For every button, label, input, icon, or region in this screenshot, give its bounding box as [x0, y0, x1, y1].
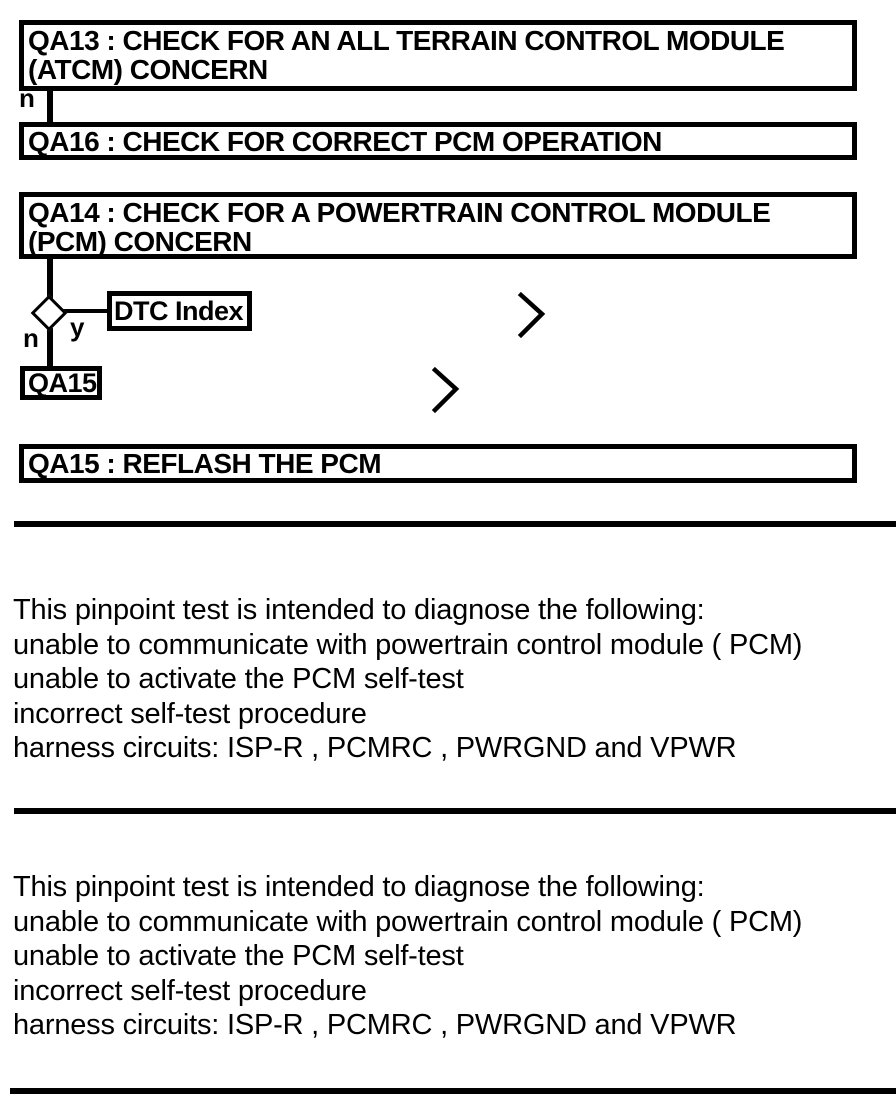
description-line: incorrect self-test procedure	[13, 974, 367, 1007]
description-line: unable to activate the PCM self-test	[13, 663, 464, 695]
chevron-right-icon	[517, 291, 546, 339]
description-line: unable to communicate with powertrain co…	[13, 905, 803, 938]
description-line: unable to activate the PCM self-test	[13, 940, 464, 972]
section-divider	[14, 521, 896, 527]
connector-qa13-qa16	[47, 88, 53, 124]
flow-box-qa14[interactable]: QA14 : CHECK FOR A POWERTRAIN CONTROL MO…	[19, 192, 857, 259]
section-divider	[10, 1088, 896, 1094]
description-line: incorrect self-test procedure	[13, 697, 367, 730]
pinpoint-description: This pinpoint test is intended to diagno…	[13, 593, 802, 766]
description-line: unable to communicate with powertrain co…	[13, 628, 803, 661]
flow-box-qa13[interactable]: QA13 : CHECK FOR AN ALL TERRAIN CONTROL …	[19, 20, 857, 91]
branch-label-no: n	[23, 323, 39, 353]
branch-label-yes: y	[70, 312, 85, 342]
description-line: This pinpoint test is intended to diagno…	[13, 594, 705, 626]
dtc-index-link[interactable]: DTC Index	[107, 291, 252, 331]
section-divider	[14, 808, 896, 814]
description-line: harness circuits: ISP-R , PCMRC , PWRGND…	[13, 732, 737, 764]
connector-decision-dtc	[60, 309, 110, 313]
connector-qa14-decision	[47, 256, 53, 302]
flow-box-qa15[interactable]: QA15 : REFLASH THE PCM	[19, 444, 857, 483]
branch-label-no: n	[19, 83, 35, 113]
flow-box-qa16[interactable]: QA16 : CHECK FOR CORRECT PCM OPERATION	[19, 122, 857, 160]
chevron-right-icon	[431, 366, 460, 414]
description-line: This pinpoint test is intended to diagno…	[13, 871, 705, 903]
qa15-node-link[interactable]: QA15	[20, 366, 102, 400]
description-line: harness circuits: ISP-R , PCMRC , PWRGND…	[13, 1009, 737, 1041]
connector-decision-qa15	[47, 328, 53, 370]
pinpoint-description: This pinpoint test is intended to diagno…	[13, 870, 802, 1043]
